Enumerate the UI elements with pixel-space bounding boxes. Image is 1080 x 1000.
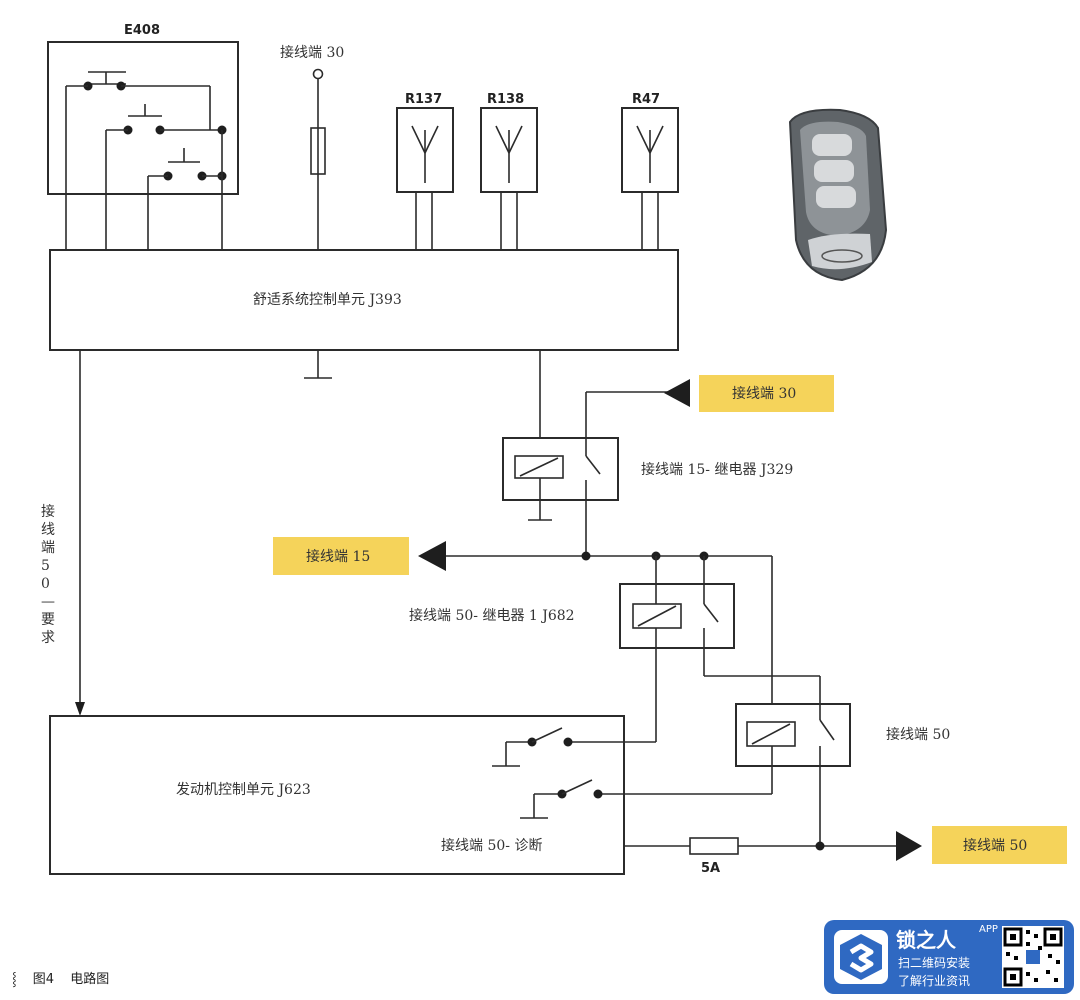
relay-j682-box [619,583,735,649]
brand-name: 锁之人 [896,928,956,952]
terminal15-arrow [418,541,446,571]
svg-text:R137: R137 [405,92,442,107]
relay-j329-box [502,437,619,501]
j393-box [49,249,679,351]
request-arrow [75,702,85,716]
j393-label: 舒适系统控制单元 J393 [253,292,402,308]
relay-j329-label: 接线端 15- 继电器 J329 [641,461,793,478]
relay-terminal50-label: 接线端 50 [886,726,950,743]
brand-line1: 扫二维码安装 [898,956,971,970]
terminal50-arrow [896,831,922,861]
terminal30-top-pin [312,68,324,80]
j623-box [49,715,625,875]
terminal30-tag-label: 接线端 30 [732,385,796,402]
caption-figure: 图4 [32,972,55,987]
terminal15-tag [273,537,409,575]
antenna-r138: R138 [480,92,538,250]
relay-terminal50-box [735,703,851,767]
e408-switches [65,71,227,250]
j623-label: 发动机控制单元 J623 [176,782,311,798]
e408-label: E408 [124,23,160,38]
fuse-5a [689,837,739,855]
watermark-banner: 锁之人 APP 扫二维码安装 了解行业资讯 [824,920,1074,994]
brand-line2: 了解行业资讯 [898,974,971,988]
terminal30-top-label: 接线端 30 [280,44,344,61]
j623-switches [492,727,603,819]
brand-app: APP [979,924,998,935]
terminal15-tag-label: 接线端 15 [306,548,370,565]
diag50-label: 接线端 50- 诊断 [441,837,542,854]
relay-j682-label: 接线端 50- 继电器 1 J682 [409,607,575,624]
antenna-r47: R47 [621,92,679,250]
svg-text:R138: R138 [487,92,524,107]
caption-title: 电路图 [70,972,110,987]
terminal30-tag [699,375,834,412]
brand-logo-icon [834,930,888,984]
figure-caption: ⸾ 图4 电路图 [12,968,121,987]
terminal50-tag [932,826,1067,864]
terminal30-top-fuse [310,127,326,175]
svg-text:R47: R47 [632,92,660,107]
key-fob-image [788,108,888,282]
e408-box [47,41,239,195]
fuse-5a-label: 5A [701,861,720,876]
caption-mark: ⸾ [12,972,17,987]
terminal30-arrow [664,379,690,407]
antenna-r137: R137 [396,92,454,250]
qr-code-icon [1002,926,1064,988]
terminal50-tag-label: 接线端 50 [963,837,1027,854]
